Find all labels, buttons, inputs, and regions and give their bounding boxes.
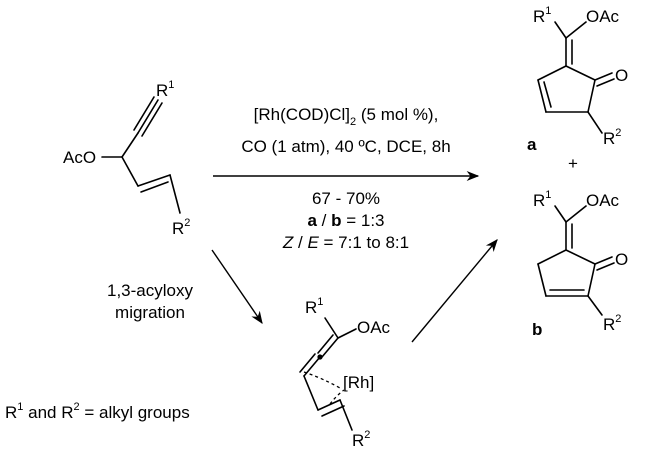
pb-compound-label: b bbox=[532, 320, 542, 339]
alkene-bond-1 bbox=[137, 174, 171, 187]
int-allene-2b bbox=[299, 353, 316, 373]
pa-ring-1 bbox=[565, 65, 596, 81]
int-oac-bond bbox=[337, 328, 357, 339]
pb-ring-4 bbox=[537, 263, 547, 297]
migration-arrow bbox=[211, 249, 263, 325]
pa-r2-bond bbox=[587, 111, 603, 134]
product-b: R1 OAc O R2 b bbox=[532, 189, 628, 339]
conditions-ratio: a / b = 1:3 bbox=[307, 211, 384, 230]
pa-carbonyl-2 bbox=[596, 78, 615, 87]
int-r1-bond bbox=[324, 317, 339, 339]
int-acetoxy-label: OAc bbox=[357, 318, 391, 337]
pb-oac-bond bbox=[565, 205, 587, 223]
alkene-bond-2 bbox=[140, 181, 169, 193]
int-r1-label: R1 bbox=[305, 296, 323, 317]
product-a: R1 OAc O R2 a bbox=[527, 5, 628, 154]
int-rh-coordination-1 bbox=[303, 371, 341, 389]
pa-ring-4-double bbox=[543, 81, 552, 108]
pb-carbonyl-2 bbox=[596, 262, 615, 271]
pb-ring-2 bbox=[587, 263, 596, 297]
pb-ring-5 bbox=[537, 249, 567, 265]
starting-material: R1 AcO R2 bbox=[63, 79, 190, 238]
int-chain-2 bbox=[317, 399, 341, 411]
conditions-catalyst: [Rh(COD)Cl]2 (5 mol %), bbox=[254, 105, 439, 128]
conditions-line2: CO (1 atm), 40 ºC, DCE, 8h bbox=[241, 137, 450, 156]
pb-acetoxy-label: OAc bbox=[586, 191, 620, 210]
pa-ring-5 bbox=[537, 65, 567, 81]
sm-r2-label: R2 bbox=[172, 217, 190, 238]
int-allene-1b bbox=[317, 334, 334, 354]
r2-bond bbox=[169, 174, 181, 214]
sm-acetoxy-label: AcO bbox=[63, 148, 96, 167]
conditions-yield: 67 - 70% bbox=[312, 189, 380, 208]
sm-r1-label: R1 bbox=[156, 79, 174, 100]
int-chain-1 bbox=[303, 375, 319, 411]
int-rh-coordination-2 bbox=[329, 389, 345, 405]
pb-r2-bond bbox=[587, 295, 603, 316]
rh-intermediate: R1 OAc [Rh] R2 bbox=[299, 296, 391, 450]
pa-r1-label: R1 bbox=[533, 5, 551, 26]
cyclization-arrow bbox=[411, 239, 498, 343]
migration-line2: migration bbox=[115, 303, 185, 322]
pb-r1-bond bbox=[554, 205, 567, 223]
allyl-bond bbox=[121, 156, 139, 187]
pa-carbonyl-1 bbox=[594, 72, 613, 81]
pa-r1-bond bbox=[554, 21, 567, 39]
pa-ring-4 bbox=[537, 79, 547, 113]
int-rh-label: [Rh] bbox=[343, 373, 374, 392]
pa-oac-bond bbox=[565, 21, 587, 39]
pb-carbonyl-label: O bbox=[615, 250, 628, 269]
int-r2-bond bbox=[339, 399, 353, 431]
alkyne-bond-1 bbox=[137, 99, 159, 134]
reaction-conditions: [Rh(COD)Cl]2 (5 mol %), CO (1 atm), 40 º… bbox=[241, 105, 450, 252]
propargyl-bond bbox=[121, 132, 139, 158]
alkyne-bond-3 bbox=[141, 102, 163, 137]
plus-sign: + bbox=[568, 154, 578, 173]
pb-ring-1 bbox=[565, 249, 596, 265]
migration-label: 1,3-acyloxy migration bbox=[107, 281, 193, 322]
alkyne-bond-2 bbox=[133, 96, 155, 131]
pa-carbonyl-label: O bbox=[615, 66, 628, 85]
pa-r2-label: R2 bbox=[603, 127, 621, 148]
conditions-ze-ratio: Z / E = 7:1 to 8:1 bbox=[282, 233, 409, 252]
pb-r2-label: R2 bbox=[603, 313, 621, 334]
pb-carbonyl-1 bbox=[594, 256, 613, 265]
int-chain-2b bbox=[321, 405, 345, 417]
substituent-footnote: R1 and R2 = alkyl groups bbox=[5, 401, 190, 422]
pa-acetoxy-label: OAc bbox=[586, 7, 620, 26]
migration-line1: 1,3-acyloxy bbox=[107, 281, 193, 300]
int-r2-label: R2 bbox=[352, 429, 370, 450]
pb-r1-label: R1 bbox=[533, 189, 551, 210]
int-allene-1 bbox=[321, 337, 339, 358]
pa-ring-2 bbox=[587, 79, 596, 113]
pa-compound-label: a bbox=[527, 135, 537, 154]
